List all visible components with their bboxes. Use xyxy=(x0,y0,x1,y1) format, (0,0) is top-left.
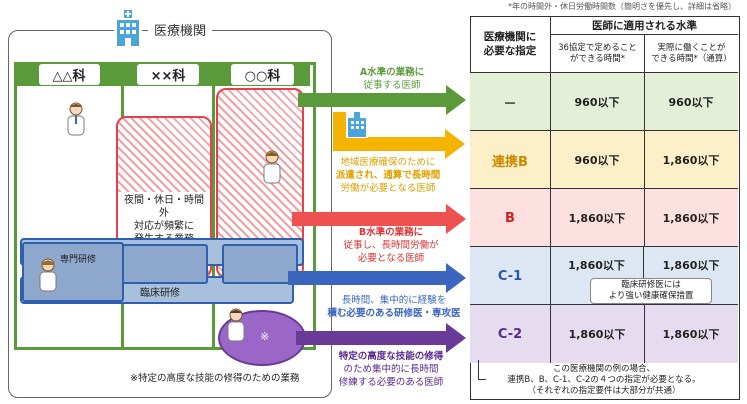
dept-label-2: ××科 xyxy=(136,63,200,85)
arrow-a-desc: A水準の業務に 従事する医師 xyxy=(336,66,448,92)
arrow-renkei-line1: 地域医療確保のために xyxy=(340,157,436,168)
dept-label-1: △△科 xyxy=(38,63,100,85)
arrow-renkei-desc: 地域医療確保のために 派遣され、通算で長時間 労働が必要となる医師 xyxy=(318,156,458,195)
arrow-b-desc: B水準の業務に 従事し、長時間労働が 必要となる医師 xyxy=(326,226,456,265)
c1-note: 臨床研修医には より強い健康確保措置 xyxy=(590,278,712,304)
arrow-a-line2: 従事する医師 xyxy=(363,80,421,91)
actual-hours-cell: 1,860以下 xyxy=(662,259,720,272)
designation-cell: 連携B xyxy=(470,131,551,189)
actual-hours-cell: 960以下 xyxy=(668,96,714,109)
small-hospital-icon xyxy=(346,112,368,138)
designation-cell: B xyxy=(470,189,551,247)
dept-header-3: ○○科 xyxy=(215,62,310,86)
col-designation-header: 医療機関に 必要な指定 xyxy=(470,16,551,72)
agreement-hours-cell: 960以下 xyxy=(550,131,645,189)
doctor-illustration-2 xyxy=(262,150,282,184)
actual-hours-cell: 1,860以下 xyxy=(662,328,720,341)
bottom-note-connector-tick xyxy=(478,379,486,380)
designation-cell: C-2 xyxy=(470,305,551,363)
training-box-2 xyxy=(122,244,208,284)
arrow-a-body xyxy=(298,93,446,107)
arrow-c2-line1: 特定の高度な技能の修得 xyxy=(338,351,444,362)
doctor-illustration-1 xyxy=(66,102,86,136)
asterisk-mark: ※ xyxy=(260,330,270,343)
arrow-b-line2: 従事し、長時間労働が xyxy=(343,240,439,251)
col-36agreement-header: 36協定で定めること ができる時間* xyxy=(551,35,645,72)
dept-label-3: ○○科 xyxy=(230,63,295,85)
training-box-3 xyxy=(222,244,298,284)
clinical-training-label: 臨床研修 xyxy=(140,288,180,299)
arrow-c1-body xyxy=(288,271,446,285)
designation-cell: － xyxy=(470,73,551,131)
arrow-b-line3: 必要となる医師 xyxy=(357,253,425,264)
hospital-title: 医療機関 xyxy=(148,20,213,39)
arrow-c1-line2: 積む必要のある研修医・専攻医 xyxy=(327,308,461,319)
actual-hours-cell: 1,860以下 xyxy=(662,212,720,225)
top-note: *年の時間外・休日労働時間数（簡明さを優先し、詳細は省略） xyxy=(508,2,736,11)
arrow-c2-head xyxy=(446,323,466,353)
agreement-hours-cell: 1,860以下 xyxy=(550,247,644,305)
arrow-c1-head xyxy=(446,263,466,293)
agreement-hours-cell: 1,860以下 xyxy=(550,189,645,247)
arrow-b-body xyxy=(292,212,446,226)
advanced-skill-footnote: ※特定の高度な技能の修得のための業務 xyxy=(130,373,300,384)
arrow-renkei-line2: 派遣され、通算で長時間 xyxy=(335,170,441,181)
arrow-b-head xyxy=(446,204,466,234)
arrow-renkei-line3: 労働が必要となる医師 xyxy=(340,183,436,194)
arrow-renkei-head xyxy=(445,129,465,159)
arrow-c2-line3: 修練する必要のある医師 xyxy=(338,377,444,388)
doctor-illustration-3 xyxy=(38,258,58,292)
arrow-c1-desc: 長時間、集中的に経験を 積む必要のある研修医・専攻医 xyxy=(324,294,464,320)
group-header: 医師に適用される水準 xyxy=(551,16,738,35)
dept-header-2: ××科 xyxy=(124,62,212,86)
dept-divider-2 xyxy=(212,62,215,350)
arrow-b-title: B水準の業務に xyxy=(358,227,424,238)
actual-hours-cell: 1,860以下 xyxy=(662,154,720,167)
arrow-renkei-body xyxy=(333,137,445,151)
agreement-hours-cell: 960以下 xyxy=(550,73,645,131)
doctor-illustration-4 xyxy=(226,308,246,342)
bottom-note-connector xyxy=(478,360,479,380)
col-actual-header: 実際に働くことが できる時間*（通算） xyxy=(651,42,732,64)
designation-cell: C-1 xyxy=(470,247,551,305)
arrow-a-title: A水準の業務に xyxy=(359,67,425,78)
dept-header-1: △△科 xyxy=(17,62,121,86)
hospital-icon xyxy=(114,8,142,48)
agreement-hours-cell: 1,860以下 xyxy=(550,305,645,363)
arrow-c2-desc: 特定の高度な技能の修得 のため集中的に長時間 修練する必要のある医師 xyxy=(326,350,456,389)
arrow-c1-line1: 長時間、集中的に経験を xyxy=(341,295,447,306)
arrow-c2-line2: のため集中的に長時間 xyxy=(343,364,439,375)
specialty-training-label: 専門研修 xyxy=(60,255,97,265)
bottom-note: この医療機関の例の場合、 連携B、B、C-1、C-2の４つの指定が必要となる。 … xyxy=(507,364,701,396)
arrow-c2-body xyxy=(296,331,446,345)
arrow-a-head xyxy=(446,85,466,115)
